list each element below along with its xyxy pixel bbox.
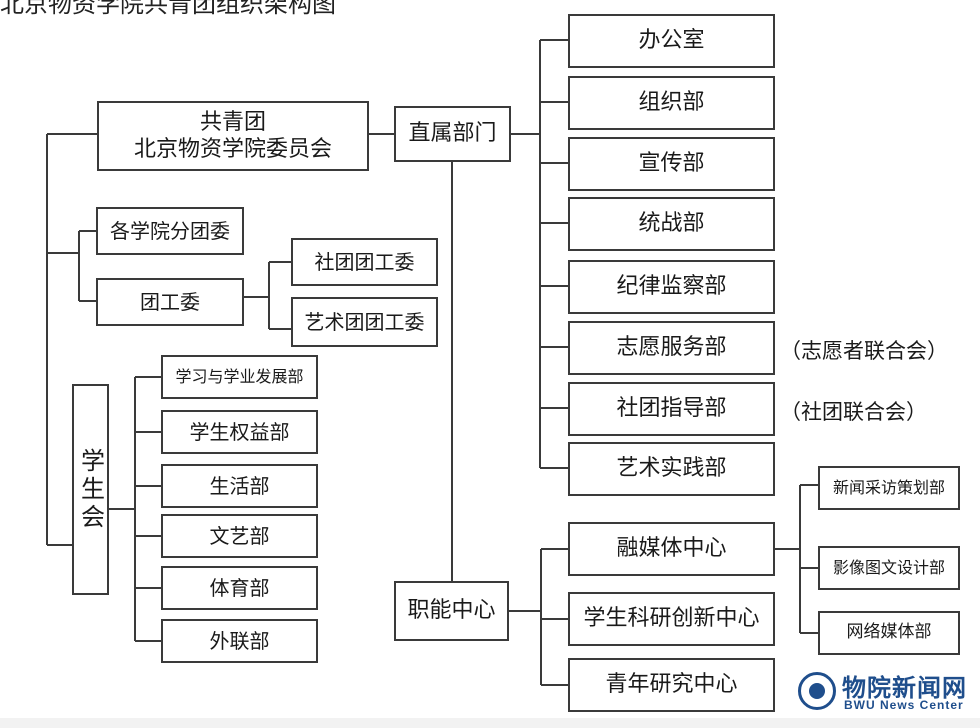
root-node: 共青团 北京物资学院委员会 [97,101,369,171]
top-caption: 北京物资学院共青团组织架构图 [0,0,336,18]
tuangongwei-node: 团工委 [96,278,244,326]
bwu-news-logo: 物院新闻网 BWU News Center [798,666,980,722]
su-dept-sports: 体育部 [161,566,318,610]
dept-publicity: 宣传部 [568,137,775,191]
dept-discipline: 纪律监察部 [568,260,775,314]
su-dept-rights: 学生权益部 [161,410,318,454]
media-sub-news: 新闻采访策划部 [818,466,960,510]
center-youth-research: 青年研究中心 [568,658,775,712]
dept-club-guidance: 社团指导部 [568,382,775,436]
note-club-federation: （社团联合会） [780,400,927,424]
branch-node: 各学院分团委 [96,207,244,255]
bottom-strip [0,718,980,728]
zhineng-node: 职能中心 [394,581,509,641]
dept-volunteer: 志愿服务部 [568,321,775,375]
media-sub-network: 网络媒体部 [818,611,960,655]
logo-brand-en: BWU News Center [844,698,964,712]
root-line-2: 北京物资学院委员会 [133,137,332,162]
dept-office: 办公室 [568,14,775,68]
dept-art-practice: 艺术实践部 [568,442,775,496]
center-media: 融媒体中心 [568,522,775,576]
note-volunteer-federation: （志愿者联合会） [780,339,948,363]
bwu-seal-icon [798,672,836,710]
art-league-node: 艺术团团工委 [291,297,438,347]
root-line-1: 共青团 [199,109,266,135]
student-union-node: 学生会 [72,384,109,595]
dept-organization: 组织部 [568,76,775,130]
su-dept-arts: 文艺部 [161,514,318,558]
su-dept-external: 外联部 [161,619,318,663]
su-dept-life: 生活部 [161,464,318,508]
su-dept-study: 学习与学业发展部 [161,355,318,399]
center-research-innovation: 学生科研创新中心 [568,592,775,646]
logo-brand-cn: 物院新闻网 [842,674,967,702]
club-league-node: 社团团工委 [291,238,438,286]
zhishu-node: 直属部门 [394,106,511,162]
dept-united-front: 统战部 [568,197,775,251]
media-sub-design: 影像图文设计部 [818,546,960,590]
